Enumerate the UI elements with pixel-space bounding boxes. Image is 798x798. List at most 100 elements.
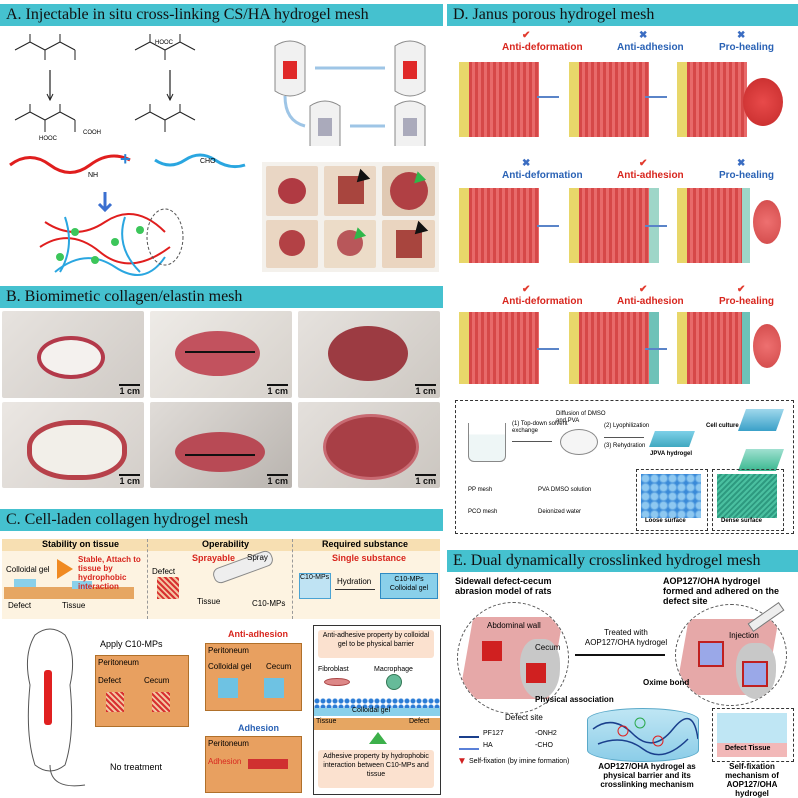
tissue-block-r2c1 — [459, 188, 539, 263]
scale-bar: 1 cm — [119, 474, 140, 486]
step3-label: (3) Rehydration — [604, 443, 646, 449]
onh2-legend: -ONH2 — [535, 730, 557, 737]
check-icon: ✔ — [639, 284, 648, 295]
cecum-label-2: Cecum — [266, 662, 292, 671]
deionized-legend: Deionized water — [538, 509, 582, 515]
green-arrow-icon — [369, 732, 387, 744]
pf127-legend: PF127 — [483, 730, 504, 737]
anti-text: Anti-adhesive property by colloidal gel … — [322, 632, 430, 648]
pin-icon: ▼ — [457, 756, 467, 767]
row1-anti-adhesion: Anti-adhesion — [617, 42, 684, 53]
photo-a3 — [382, 166, 435, 216]
check-icon: ✔ — [522, 30, 531, 41]
peritoneum-label-2: Peritoneum — [208, 646, 249, 655]
peritoneum-box-1: Peritoneum Defect Cecum — [95, 655, 189, 727]
peritoneum-label-3: Peritoneum — [208, 739, 249, 748]
polymer-chains: + — [9, 149, 246, 174]
col1-head: Stability on tissue — [42, 539, 120, 549]
scale-bar: 1 cm — [267, 384, 288, 396]
cho-label: CHO — [200, 158, 216, 165]
c10-gel-box — [380, 573, 438, 599]
defect-tissue-box: Defect Tissue — [712, 708, 794, 762]
apply-label: Apply C10-MPs — [100, 639, 163, 649]
arrow-icon — [537, 348, 559, 350]
tissue-label-2: Tissue — [197, 597, 221, 606]
sprayable-label: Sprayable — [192, 553, 236, 563]
photo-a4 — [266, 220, 318, 268]
colloidal-gel-layer — [314, 708, 440, 716]
rat-outline — [26, 628, 86, 787]
photo-a5 — [324, 220, 376, 268]
dense-surface-box: Dense surface — [712, 469, 784, 531]
adhesion-label-2: Adhesion — [208, 757, 242, 766]
svg-text:COOH: COOH — [83, 130, 101, 136]
self-fix-legend: Self-fixation (by imine formation) — [469, 758, 570, 765]
cell-layer — [314, 698, 440, 708]
macrophage-icon — [386, 674, 402, 690]
beaker-icon — [468, 423, 506, 462]
treated-arrow — [575, 654, 665, 656]
spray-label: Spray — [247, 553, 268, 562]
photo-grid-a — [262, 162, 439, 272]
mechanism-box: Anti-adhesive property by colloidal gel … — [313, 625, 441, 795]
check-icon: ✔ — [639, 158, 648, 169]
cell-culture-label: Cell culture — [706, 423, 739, 429]
legend-box: PF127 HA -ONH2 -CHO ▼ Self-fixation (by … — [451, 730, 586, 788]
peritoneum-label: Peritoneum — [98, 658, 139, 667]
tissue-block-r3c1 — [459, 312, 539, 384]
formed-label: AOP127/OHA hydrogel formed and adhered o… — [663, 576, 780, 606]
col3-head: Required substance — [322, 539, 409, 549]
row3-anti-deformation: Anti-deformation — [502, 296, 583, 307]
photo-b3: 1 cm — [298, 311, 440, 398]
panel-b: B. Biomimetic collagen/elastin mesh 1 cm… — [0, 284, 443, 494]
adh-text: Adhesive property by hydrophobic interac… — [323, 753, 429, 778]
cho-legend: -CHO — [535, 742, 553, 749]
step1-label: (1) Top-down solvent exchange — [512, 421, 568, 434]
cell-culture-top — [737, 409, 785, 431]
arrow-icon — [537, 96, 559, 98]
photo-b1: 1 cm — [2, 311, 144, 398]
tissue-block-r1c3 — [677, 62, 747, 137]
property-table: Stability on tissue Operability Required… — [2, 539, 440, 619]
single-label: Single substance — [332, 553, 407, 563]
arrow-icon — [645, 225, 667, 227]
tissue-layer-2 — [314, 718, 440, 730]
cross-icon: ✖ — [639, 30, 648, 41]
defect-tissue-label: Defect Tissue — [725, 745, 771, 752]
check-icon: ✔ — [522, 284, 531, 295]
cecum-label-e: Cecum — [535, 643, 561, 652]
peritoneum-box-2: Peritoneum Colloidal gel Cecum — [205, 643, 302, 711]
panel-c: C. Cell-laden collagen hydrogel mesh Sta… — [0, 507, 443, 797]
physical-label: Physical association — [535, 695, 614, 704]
tissue-block-r3c3 — [677, 312, 750, 384]
cell-culture-bottom — [737, 449, 785, 471]
row2-anti-deformation: Anti-deformation — [502, 170, 583, 181]
adhesion-label: Adhesion — [238, 723, 280, 733]
photo-b5: 1 cm — [150, 402, 292, 488]
tissue-block-r2c3 — [677, 188, 750, 263]
step2-label: (2) Lyophilization — [604, 423, 650, 429]
hydration-label: Hydration — [337, 577, 372, 586]
svg-text:HOOC: HOOC — [155, 40, 174, 46]
anti-text-box: Anti-adhesive property by colloidal gel … — [318, 630, 434, 658]
anti-adhesion-label: Anti-adhesion — [228, 629, 288, 639]
pco-mesh-legend: PCO mesh — [468, 509, 498, 515]
c10-box-label: C10-MPs — [300, 574, 330, 581]
nh2-label: NH — [88, 172, 99, 179]
panel-d: D. Janus porous hydrogel mesh Anti-defor… — [447, 0, 798, 540]
rat-diagrams — [274, 40, 426, 146]
loose-surface-box: Loose surface — [636, 469, 708, 531]
dish-icon — [560, 429, 598, 455]
panel-e: E. Dual dynamically crosslinked hydrogel… — [447, 548, 798, 798]
fabrication-box: (1) Top-down solvent exchange Diffusion … — [455, 400, 794, 534]
jpva-hydrogel-icon — [649, 431, 695, 447]
svg-text:+: + — [120, 149, 131, 169]
row1-anti-deformation: Anti-deformation — [502, 42, 583, 53]
model-label: Sidewall defect-cecum abrasion model of … — [455, 576, 552, 596]
colloidal-gel-label-2: Colloidal gel — [208, 662, 252, 671]
tissue-label: Tissue — [62, 601, 86, 610]
col1-text: Stable, Attach to tissue by hydrophobic … — [78, 555, 141, 591]
check-icon: ✔ — [737, 284, 746, 295]
tissue-label-3: Tissue — [316, 718, 337, 725]
defect-label: Defect — [8, 601, 32, 610]
